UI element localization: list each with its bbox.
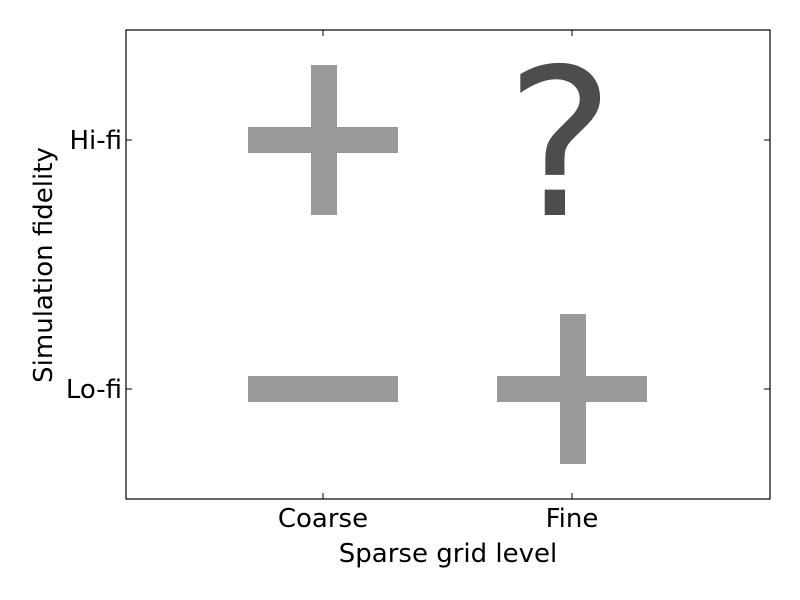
plus-marker [497, 314, 647, 464]
x-tick-label: Fine [546, 504, 599, 534]
chart-marks: ? [248, 26, 647, 464]
y-tick-label: Hi-fi [69, 126, 122, 156]
y-tick-label: Lo-fi [66, 375, 122, 405]
tick-labels: Coarse Fine Lo-fi Hi-fi [66, 126, 599, 534]
plus-marker [248, 65, 398, 215]
x-axis-label: Sparse grid level [339, 539, 557, 569]
question-marker: ? [506, 26, 615, 264]
y-axis-label: Simulation fidelity [29, 147, 59, 383]
axis-ticks [126, 30, 770, 499]
x-tick-label: Coarse [278, 504, 368, 534]
plus-marker-vertical-bar [560, 314, 586, 464]
plus-marker-vertical-bar [311, 65, 337, 215]
plot-area [125, 29, 771, 500]
minus-marker [248, 376, 398, 402]
